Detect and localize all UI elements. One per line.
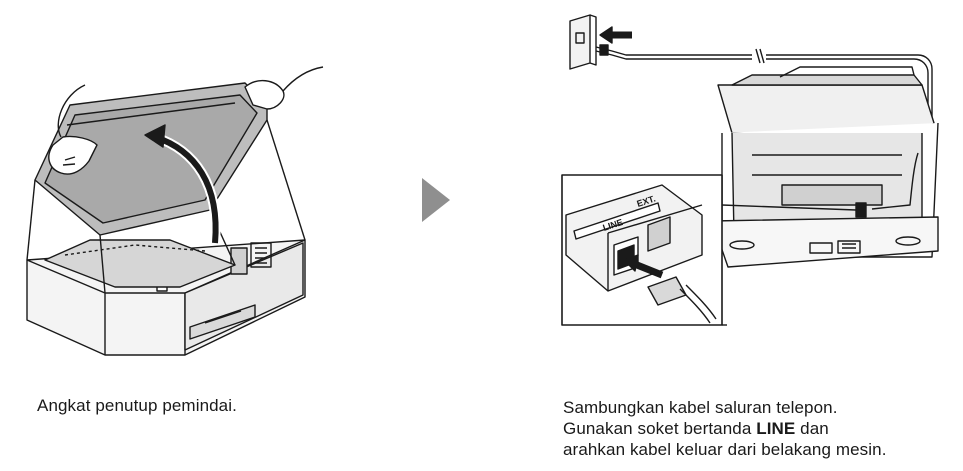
next-step-arrow-icon — [420, 176, 452, 224]
caption-text: Gunakan soket bertanda — [563, 419, 756, 438]
step-caption-left: Angkat penutup pemindai. — [37, 395, 237, 416]
caption-text: dan — [795, 419, 829, 438]
phone-line-connection-illustration: LINE EXT. — [552, 5, 952, 350]
caption-line-3: arahkan kabel keluar dari belakang mesin… — [563, 439, 958, 460]
printer-open-scanner-illustration — [5, 65, 325, 365]
caption-line-2: Gunakan soket bertanda LINE dan — [563, 418, 958, 439]
step-caption-right: Sambungkan kabel saluran telepon. Gunaka… — [563, 397, 958, 460]
line-emphasis: LINE — [756, 419, 795, 438]
wall-socket-icon — [570, 15, 596, 69]
caption-line-1: Sambungkan kabel saluran telepon. — [563, 397, 958, 418]
